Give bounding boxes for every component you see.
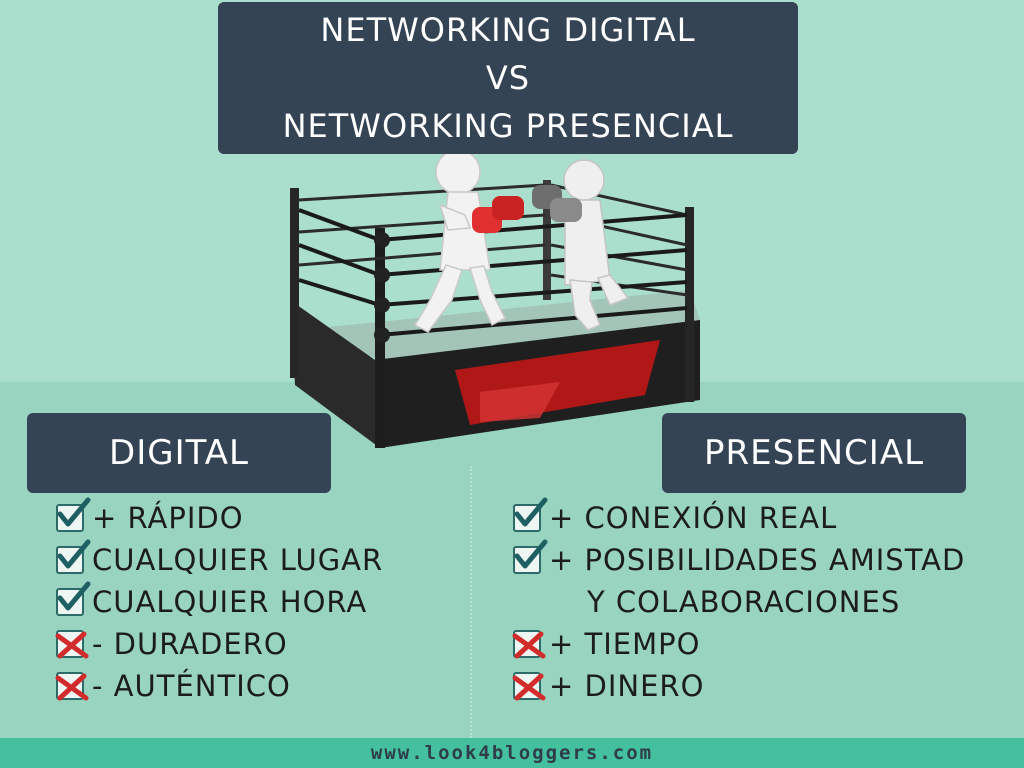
footer-url[interactable]: www.look4bloggers.com	[370, 742, 654, 764]
boxing-ring-illustration	[290, 150, 700, 448]
cross-icon	[512, 630, 546, 659]
check-icon	[56, 497, 91, 532]
digital-item: - DURADERO	[55, 627, 288, 661]
check-icon	[56, 581, 91, 616]
cross-icon	[55, 630, 89, 659]
cross-icon	[55, 672, 89, 701]
check-icon	[513, 539, 548, 574]
title-line-2: VS	[485, 59, 531, 97]
presencial-item-text: + DINERO	[549, 669, 705, 703]
cross-icon	[512, 672, 546, 701]
footer-bar: www.look4bloggers.com	[0, 738, 1024, 768]
digital-item-text: - AUTÉNTICO	[92, 669, 291, 703]
presencial-item: + POSIBILIDADES AMISTAD	[513, 539, 966, 577]
presencial-item: + TIEMPO	[512, 627, 701, 661]
title-line-3: NETWORKING PRESENCIAL	[282, 107, 734, 145]
presencial-item: + CONEXIÓN REAL	[513, 497, 838, 535]
presencial-header: PRESENCIAL	[662, 413, 966, 493]
digital-item-text: - DURADERO	[92, 627, 288, 661]
digital-item-text: + RÁPIDO	[92, 501, 244, 535]
digital-item: CUALQUIER LUGAR	[56, 539, 384, 577]
title-banner: NETWORKING DIGITAL VS NETWORKING PRESENC…	[218, 2, 798, 154]
digital-item-text: CUALQUIER HORA	[92, 585, 368, 619]
digital-item: CUALQUIER HORA	[56, 581, 368, 619]
digital-item: - AUTÉNTICO	[55, 669, 291, 703]
presencial-item-text: + CONEXIÓN REAL	[549, 501, 838, 535]
presencial-item-text: + TIEMPO	[549, 627, 701, 661]
presencial-item-text: + POSIBILIDADES AMISTAD	[549, 543, 966, 577]
digital-header: DIGITAL	[27, 413, 331, 493]
column-divider	[470, 466, 472, 738]
digital-item: + RÁPIDO	[56, 497, 244, 535]
presencial-item: + DINERO	[512, 669, 705, 703]
title-line-1: NETWORKING DIGITAL	[320, 11, 696, 49]
check-icon	[513, 497, 548, 532]
presencial-item-continuation: Y COLABORACIONES	[587, 585, 901, 619]
digital-item-text: CUALQUIER LUGAR	[92, 543, 384, 577]
check-icon	[56, 539, 91, 574]
